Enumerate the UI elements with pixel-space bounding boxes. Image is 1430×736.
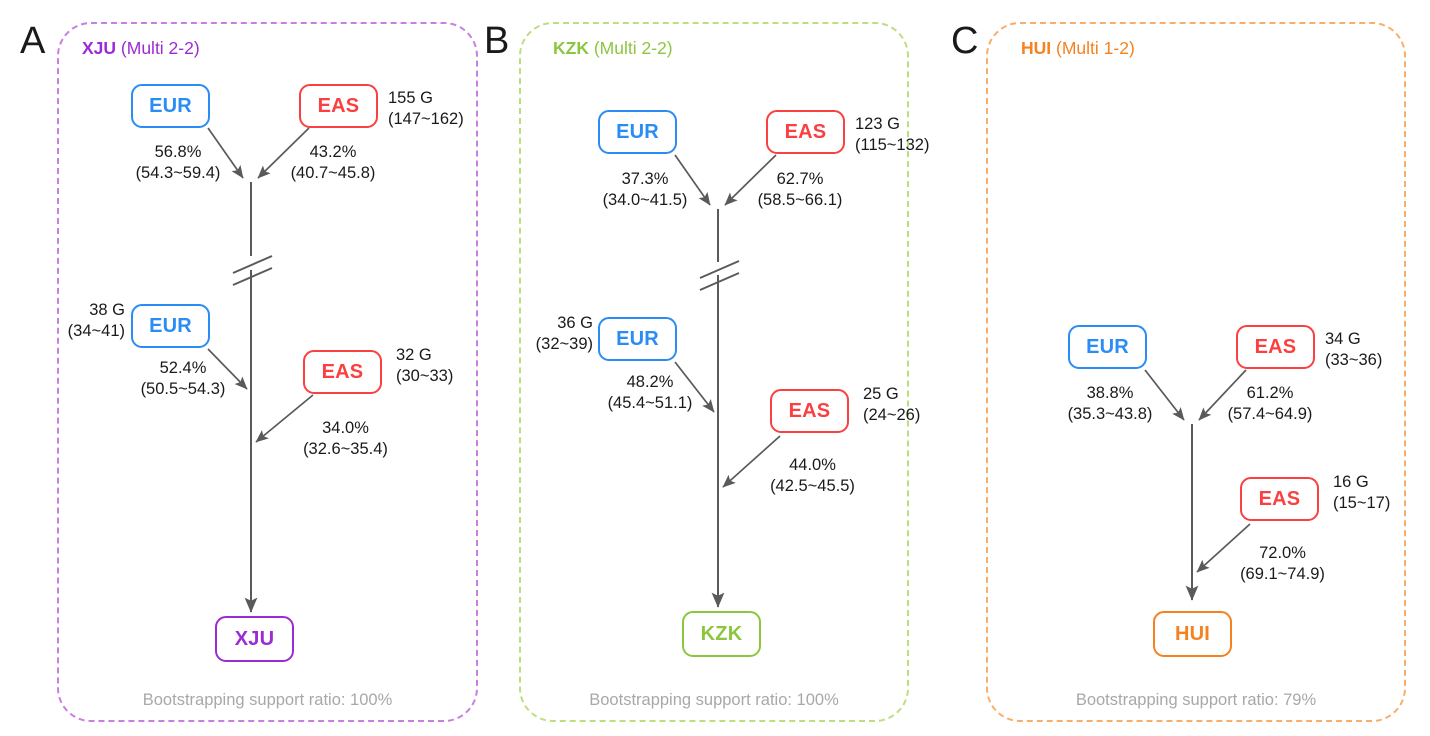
panel-a-admix-label-2: 43.2% (40.7~45.8)	[278, 142, 388, 184]
panel-a-title: XJU (Multi 2-2)	[82, 38, 200, 58]
panel-b-letter: B	[484, 20, 510, 62]
panel-a-gen-range-3: (30~33)	[396, 367, 454, 386]
panel-b-gen-value-1: 123 G	[855, 115, 900, 133]
panel-c-gen-range-1: (33~36)	[1325, 351, 1383, 370]
panel-c-letter: C	[951, 20, 979, 62]
panel-a-node-eur-2[interactable]: EUR	[131, 304, 210, 348]
panel-c-model: (Multi 1-2)	[1056, 38, 1135, 58]
panel-a-admix-pct-3: 52.4%	[159, 359, 207, 377]
panel-a-gen-label-2: 38 G (34~41)	[50, 300, 125, 342]
panel-c-bootstrap: Bootstrapping support ratio: 79%	[1075, 691, 1317, 709]
panel-b-admix-range-3: (45.4~51.1)	[607, 394, 693, 413]
panel-a-node-target[interactable]: XJU	[215, 616, 294, 662]
panel-c-border	[986, 22, 1406, 722]
panel-b-gen-label-1: 123 G (115~132)	[855, 114, 929, 156]
panel-a-admix-pct-2: 43.2%	[309, 143, 357, 161]
panel-b-admix-range-1: (34.0~41.5)	[602, 191, 688, 210]
panel-c-admix-label-1: 38.8% (35.3~43.8)	[1055, 383, 1165, 425]
panel-b-node-target[interactable]: KZK	[682, 611, 761, 657]
panel-b-admix-range-4: (42.5~45.5)	[770, 477, 855, 496]
panel-c-admix-pct-3: 72.0%	[1259, 544, 1306, 562]
panel-a-admix-range-2: (40.7~45.8)	[290, 164, 376, 183]
panel-a-gen-range-1: (147~162)	[388, 110, 464, 129]
panel-b-title: KZK (Multi 2-2)	[553, 38, 673, 58]
panel-b-gen-range-1: (115~132)	[855, 136, 930, 155]
panel-b-admix-label-1: 37.3% (34.0~41.5)	[595, 169, 695, 211]
panel-b-admix-label-4: 44.0% (42.5~45.5)	[755, 455, 870, 497]
panel-a-gen-label-3: 32 G (30~33)	[396, 345, 453, 387]
panel-a-admix-range-4: (32.6~35.4)	[303, 440, 388, 459]
panel-c-admix-pct-1: 38.8%	[1086, 384, 1134, 402]
panel-a-target-code: XJU	[82, 38, 117, 58]
panel-c-admix-range-3: (69.1~74.9)	[1240, 565, 1325, 584]
panel-b-border	[519, 22, 909, 722]
panel-c-title: HUI (Multi 1-2)	[1021, 38, 1135, 58]
panel-b-gen-label-3: 25 G (24~26)	[863, 384, 920, 426]
panel-c-gen-range-2: (15~17)	[1333, 494, 1391, 513]
panel-c-node-eur-1[interactable]: EUR	[1068, 325, 1147, 369]
panel-c-admix-range-2: (57.4~64.9)	[1227, 405, 1313, 424]
panel-a-bootstrap: Bootstrapping support ratio: 100%	[142, 691, 393, 709]
panel-b-gen-value-3: 25 G	[863, 385, 899, 403]
panel-b-gen-value-2: 36 G	[557, 314, 593, 332]
panel-c-target-code: HUI	[1021, 38, 1052, 58]
panel-a-letter: A	[20, 20, 46, 62]
panel-c-admix-label-2: 61.2% (57.4~64.9)	[1215, 383, 1325, 425]
panel-c-node-eas-1[interactable]: EAS	[1236, 325, 1315, 369]
panel-a-gen-value-1: 155 G	[388, 89, 433, 107]
panel-c-gen-label-1: 34 G (33~36)	[1325, 329, 1382, 371]
panel-a-admix-range-3: (50.5~54.3)	[140, 380, 226, 399]
panel-a-node-eas-2[interactable]: EAS	[303, 350, 382, 394]
panel-a-gen-value-3: 32 G	[396, 346, 432, 364]
panel-a-node-eas-1[interactable]: EAS	[299, 84, 378, 128]
panel-b-node-eur-1[interactable]: EUR	[598, 110, 677, 154]
panel-b-admix-label-2: 62.7% (58.5~66.1)	[745, 169, 855, 211]
panel-c-gen-value-1: 34 G	[1325, 330, 1361, 348]
panel-c-node-target[interactable]: HUI	[1153, 611, 1232, 657]
panel-a-gen-label-1: 155 G (147~162)	[388, 88, 464, 130]
panel-b-admix-pct-3: 48.2%	[626, 373, 674, 391]
panel-b-admix-pct-2: 62.7%	[776, 170, 824, 188]
panel-a-border	[57, 22, 478, 722]
panel-b-target-code: KZK	[553, 38, 589, 58]
panel-a-gen-value-2: 38 G	[89, 301, 125, 319]
panel-b-gen-range-3: (24~26)	[863, 406, 921, 425]
panel-b-node-eas-2[interactable]: EAS	[770, 389, 849, 433]
panel-b-admix-label-3: 48.2% (45.4~51.1)	[595, 372, 705, 414]
panel-b-node-eur-2[interactable]: EUR	[598, 317, 677, 361]
panel-c-node-eas-2[interactable]: EAS	[1240, 477, 1319, 521]
panel-b-gen-range-2: (32~39)	[535, 335, 593, 354]
panel-a-admix-label-1: 56.8% (54.3~59.4)	[128, 142, 228, 184]
panel-a-admix-range-1: (54.3~59.4)	[135, 164, 221, 183]
panel-c-gen-label-2: 16 G (15~17)	[1333, 472, 1390, 514]
panel-a-node-eur-1[interactable]: EUR	[131, 84, 210, 128]
panel-b-node-eas-1[interactable]: EAS	[766, 110, 845, 154]
panel-b-model: (Multi 2-2)	[593, 38, 673, 58]
panel-b-bootstrap: Bootstrapping support ratio: 100%	[589, 691, 839, 709]
panel-b-gen-label-2: 36 G (32~39)	[518, 313, 593, 355]
panel-c-admix-label-3: 72.0% (69.1~74.9)	[1225, 543, 1340, 585]
panel-c-gen-value-2: 16 G	[1333, 473, 1369, 491]
panel-a-admix-pct-4: 34.0%	[322, 419, 369, 437]
panel-a-gen-range-2: (34~41)	[67, 322, 125, 341]
panel-a-model: (Multi 2-2)	[120, 38, 200, 58]
panel-b-admix-range-2: (58.5~66.1)	[757, 191, 843, 210]
panel-a-admix-pct-1: 56.8%	[154, 143, 202, 161]
panel-b-admix-pct-4: 44.0%	[789, 456, 836, 474]
panel-b-admix-pct-1: 37.3%	[621, 170, 669, 188]
panel-c-admix-pct-2: 61.2%	[1246, 384, 1294, 402]
panel-a-admix-label-4: 34.0% (32.6~35.4)	[288, 418, 403, 460]
panel-c-admix-range-1: (35.3~43.8)	[1067, 405, 1153, 424]
panel-a-admix-label-3: 52.4% (50.5~54.3)	[128, 358, 238, 400]
